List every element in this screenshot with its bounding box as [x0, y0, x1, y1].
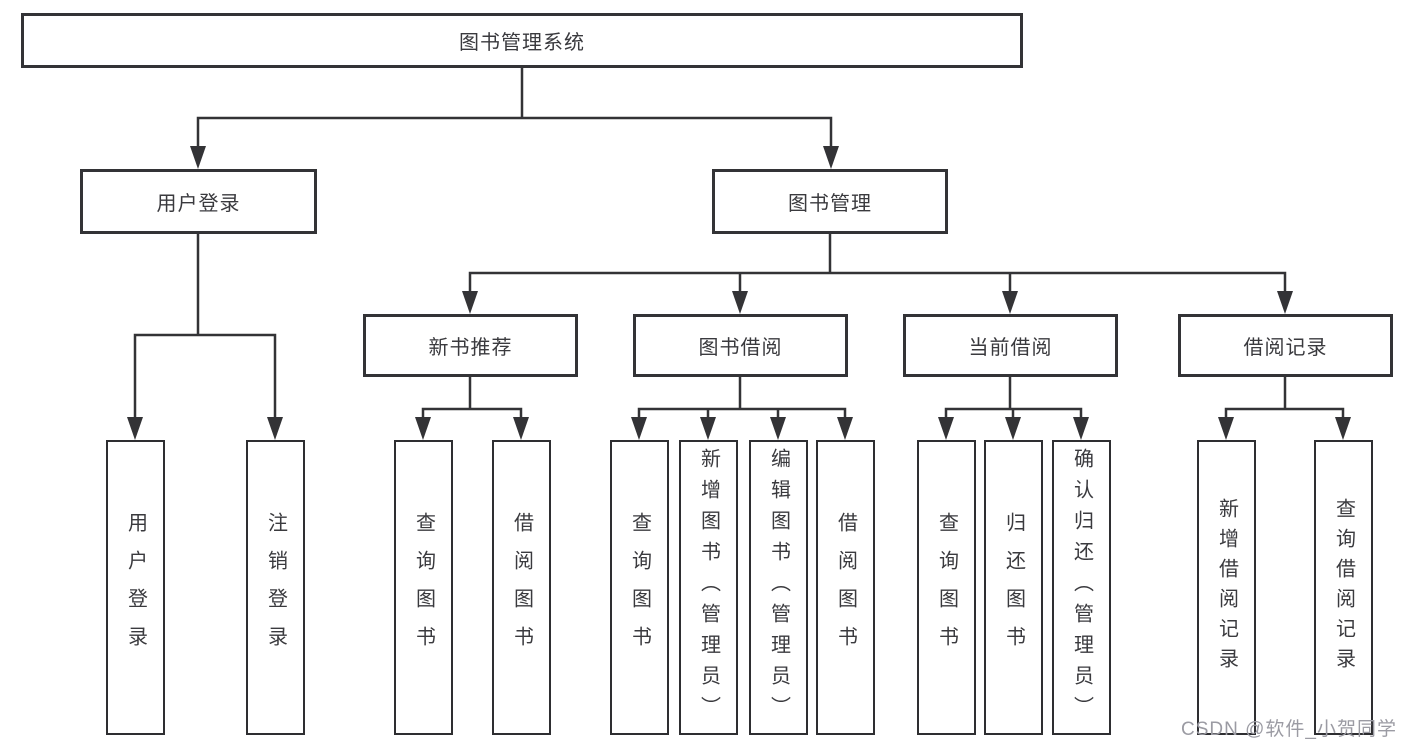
leaf-label: 查询图书 — [935, 511, 958, 664]
leaf-records-query-record: 查询借阅记录 — [1314, 440, 1373, 735]
connector-currentborrow-to-leaves — [938, 377, 1089, 440]
connector-borrowrecords-to-leaves — [1218, 377, 1351, 440]
connector-bookborrow-to-leaves — [631, 377, 853, 440]
node-book-management: 图书管理 — [712, 169, 948, 234]
leaf-label: 归还图书 — [1002, 511, 1025, 664]
leaf-logout: 注销登录 — [246, 440, 305, 735]
leaf-label: 确认归还（管理员） — [1070, 448, 1093, 727]
leaf-records-add-record: 新增借阅记录 — [1197, 440, 1256, 735]
leaf-current-return-books: 归还图书 — [984, 440, 1043, 735]
leaf-label: 新增图书（管理员） — [697, 448, 720, 727]
leaf-label: 注销登录 — [264, 511, 287, 664]
connector-bookmgmt-to-level3 — [462, 234, 1293, 314]
node-label: 借阅记录 — [1243, 337, 1328, 359]
leaf-newbooks-query-books: 查询图书 — [394, 440, 453, 735]
connector-root-to-level2 — [190, 68, 839, 169]
leaf-label: 查询图书 — [628, 511, 651, 664]
leaf-borrowing-edit-books-admin: 编辑图书（管理员） — [749, 440, 808, 735]
node-user-login: 用户登录 — [80, 169, 317, 234]
leaf-label: 查询图书 — [412, 511, 435, 664]
leaf-borrowing-add-books-admin: 新增图书（管理员） — [679, 440, 738, 735]
leaf-label: 新增借阅记录 — [1215, 497, 1238, 678]
leaf-newbooks-borrow-books: 借阅图书 — [492, 440, 551, 735]
leaf-user-login: 用户登录 — [106, 440, 165, 735]
node-label: 图书借阅 — [698, 337, 783, 359]
leaf-current-confirm-return-admin: 确认归还（管理员） — [1052, 440, 1111, 735]
leaf-label: 编辑图书（管理员） — [767, 448, 790, 727]
watermark: CSDN @软件_小贺同学 — [1181, 719, 1397, 740]
node-label: 新书推荐 — [428, 337, 513, 359]
node-label: 图书管理 — [788, 193, 872, 215]
node-label: 用户登录 — [156, 193, 241, 215]
leaf-current-query-books: 查询图书 — [917, 440, 976, 735]
node-library-management-system: 图书管理系统 — [21, 13, 1023, 68]
connector-userlogin-to-leaves — [127, 234, 283, 440]
node-label: 当前借阅 — [968, 337, 1053, 359]
leaf-label: 查询借阅记录 — [1332, 497, 1355, 678]
node-current-borrowing: 当前借阅 — [903, 314, 1118, 377]
leaf-label: 借阅图书 — [510, 511, 533, 664]
leaf-borrowing-query-books: 查询图书 — [610, 440, 669, 735]
leaf-label: 借阅图书 — [834, 511, 857, 664]
node-label: 图书管理系统 — [459, 32, 585, 54]
node-book-borrowing: 图书借阅 — [633, 314, 848, 377]
node-borrowing-records: 借阅记录 — [1178, 314, 1393, 377]
leaf-label: 用户登录 — [124, 511, 147, 664]
leaf-borrowing-borrow-books: 借阅图书 — [816, 440, 875, 735]
connector-newbooks-to-leaves — [415, 377, 529, 440]
node-new-book-recommend: 新书推荐 — [363, 314, 578, 377]
